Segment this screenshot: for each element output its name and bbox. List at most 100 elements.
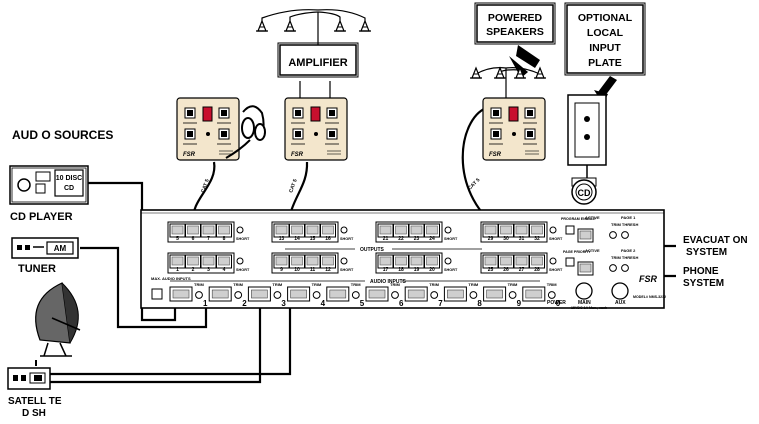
trim-label: TRIM	[468, 282, 478, 287]
cat5-label-3: CAT 5	[467, 177, 481, 191]
trim-label: TRIM	[547, 282, 557, 287]
satellite-dish-icon	[35, 282, 81, 366]
trim-label: TRIM	[233, 282, 243, 287]
output-port-number: 9	[280, 267, 283, 273]
wallplate-1	[176, 97, 240, 161]
output-port-number: 22	[398, 236, 404, 242]
speaker-icon-1	[255, 20, 269, 32]
short-label: SHORT	[549, 237, 563, 241]
wallplate-2-brand: FSR	[291, 152, 304, 158]
program-enable-label: PROGRAM ENABLE	[561, 217, 596, 221]
trim-thresh-1: TRIM THRESH	[611, 222, 638, 227]
cd-player-label: CD PLAYER	[10, 211, 73, 223]
speaker-icon-5	[469, 67, 483, 79]
page-priority-switch	[565, 257, 575, 267]
output-port-number: 8	[223, 236, 226, 242]
max-audio-switch	[151, 288, 163, 300]
powered-speakers-arrow	[516, 45, 540, 68]
output-port-number: 11	[310, 267, 316, 273]
speaker-icon-6	[493, 67, 507, 79]
page-priority-label: PAGE PRIORITY	[563, 250, 591, 254]
audio-input-number: 8	[477, 299, 482, 308]
audio-input-number: 6	[399, 299, 404, 308]
output-port-number: 30	[503, 236, 509, 242]
tuner-display: AM	[54, 244, 67, 253]
page1-active: ACTIVE	[585, 215, 600, 220]
audio-input-number: 7	[438, 299, 443, 308]
power-main-jack	[575, 282, 593, 300]
output-port-number: 24	[429, 236, 435, 242]
power-aux-jack	[611, 282, 629, 300]
output-port-number: 29	[488, 236, 494, 242]
audio-input-jacks: TRIM1TRIM2TRIM3TRIM4TRIM5TRIM6TRIM7TRIM8…	[169, 282, 561, 308]
audio-sources-label: AUD O SOURCES	[12, 128, 113, 142]
phone-label-2: SYSTEM	[683, 278, 724, 289]
output-port-number: 10	[294, 267, 300, 273]
cd-player-device	[9, 165, 89, 205]
satellite-receiver	[7, 367, 51, 390]
page2-label: PAGE 2	[621, 248, 636, 253]
output-port-number: 19	[414, 267, 420, 273]
wallplate-3	[482, 97, 546, 161]
model-label: MODEL# NMS-3232	[633, 295, 666, 299]
output-port-number: 3	[207, 267, 210, 273]
wallplate-2	[284, 97, 348, 161]
output-port-number: 4	[223, 267, 226, 273]
short-label: SHORT	[236, 268, 250, 272]
short-label: SHORT	[444, 237, 458, 241]
local-cd-label: CD	[578, 188, 591, 198]
short-indicator	[340, 226, 348, 234]
cat5-label-2: CAT 5	[288, 178, 299, 193]
short-indicator	[549, 257, 557, 265]
trim-label: TRIM	[508, 282, 518, 287]
output-port-number: 7	[207, 236, 210, 242]
audio-input-number: 2	[242, 299, 247, 308]
trim-label: TRIM	[312, 282, 322, 287]
output-port-number: 15	[310, 236, 316, 242]
output-port-number: 18	[398, 267, 404, 273]
output-port-number: 20	[429, 267, 435, 273]
short-label: SHORT	[444, 268, 458, 272]
tuner-label: TUNER	[18, 263, 56, 275]
output-port-number: 23	[414, 236, 420, 242]
output-port-number: 2	[192, 267, 195, 273]
output-port-number: 21	[383, 236, 389, 242]
page1-label: PAGE 1	[621, 215, 636, 220]
power-spec: 15VDC 1A Max., each	[571, 306, 607, 310]
output-port-number: 17	[383, 267, 389, 273]
outputs-label: OUTPUTS	[360, 247, 385, 253]
output-port-number: 14	[294, 236, 300, 242]
local-input-label-4: PLATE	[588, 57, 622, 69]
powered-speakers-box	[476, 4, 554, 43]
local-input-label-3: INPUT	[589, 42, 621, 54]
output-port-number: 32	[534, 236, 540, 242]
output-port-number: 27	[519, 267, 525, 273]
trim-label: TRIM	[429, 282, 439, 287]
local-input-arrow	[598, 76, 617, 96]
short-label: SHORT	[340, 237, 354, 241]
short-indicator	[236, 257, 244, 265]
powered-speakers-label-1: POWERED	[488, 12, 543, 24]
cd-disc-text-2: CD	[64, 185, 74, 192]
powered-speakers-wires	[475, 67, 541, 98]
page1-trim-knob	[609, 231, 617, 239]
output-port-number: 25	[488, 267, 494, 273]
tuner-device	[11, 237, 79, 259]
output-port-number: 28	[534, 267, 540, 273]
short-indicator	[340, 257, 348, 265]
speaker-icon-2	[283, 20, 297, 32]
powered-speakers-label-2: SPEAKERS	[486, 26, 544, 38]
amplifier-label: AMPLIFIER	[288, 57, 347, 69]
short-label: SHORT	[549, 268, 563, 272]
output-port-number: 13	[279, 236, 285, 242]
trim-label: TRIM	[351, 282, 361, 287]
power-aux-label: AUX	[615, 300, 626, 306]
phone-label-1: PHONE	[683, 266, 719, 277]
output-port-number: 12	[325, 267, 331, 273]
headphones-icon	[225, 105, 266, 159]
output-port-number: 6	[192, 236, 195, 242]
audio-input-number: 4	[321, 299, 326, 308]
output-port-number: 31	[519, 236, 525, 242]
